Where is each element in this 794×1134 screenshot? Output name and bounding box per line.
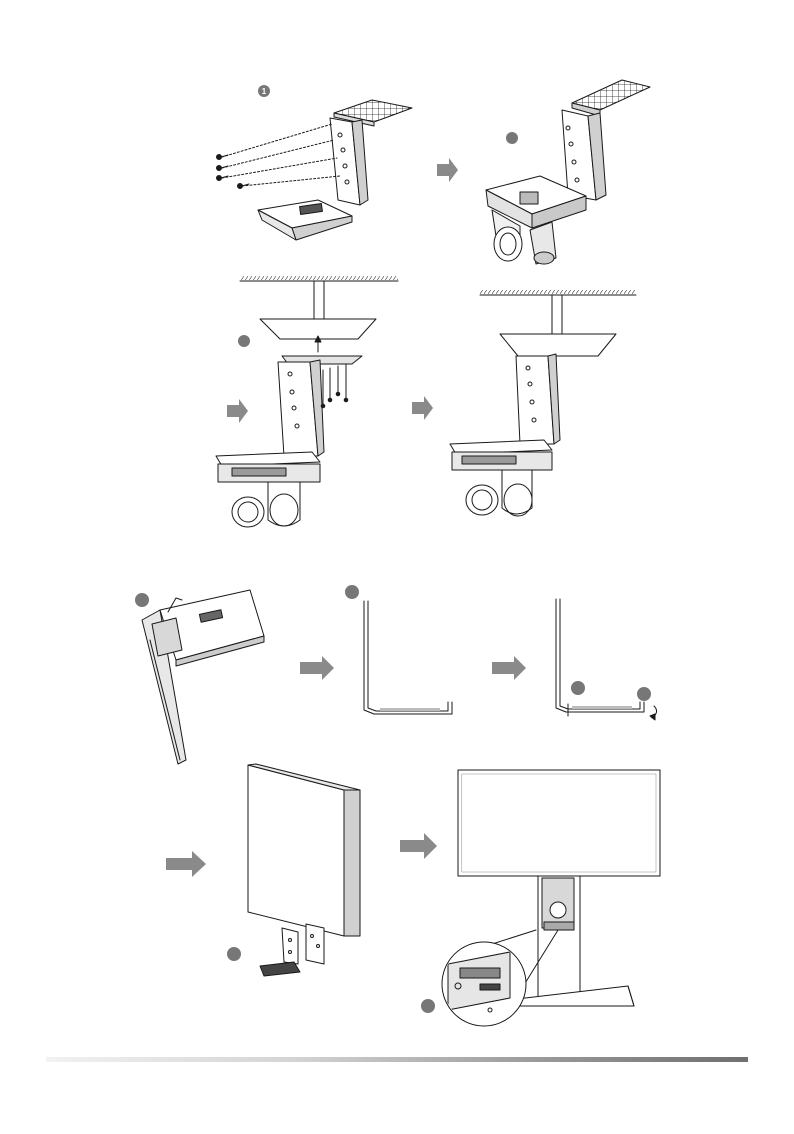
step1-bracket-assembly <box>217 100 413 240</box>
step-marker-4 <box>135 593 149 607</box>
camera-icon <box>216 452 320 527</box>
step-marker-3 <box>238 335 250 347</box>
step5-bracket-perspective <box>142 590 264 764</box>
step-marker-7 <box>637 687 651 701</box>
step4-ceiling-mounted <box>450 290 636 516</box>
arrow-right-icon <box>166 851 206 877</box>
screw-icon <box>321 364 348 408</box>
step-marker-5 <box>345 585 359 599</box>
step6-l-profile <box>364 601 452 714</box>
step2-camera-with-bracket <box>486 80 650 264</box>
arrow-right-icon <box>437 158 458 182</box>
ceiling-icon <box>240 276 398 280</box>
arrow-right-icon <box>412 396 433 420</box>
step-marker-9 <box>421 999 435 1013</box>
screw-icon <box>217 155 250 189</box>
step9-monitor-front <box>442 770 660 1026</box>
step-marker-8 <box>227 947 241 961</box>
arrow-right-icon <box>400 833 437 859</box>
camera-icon <box>450 440 552 516</box>
ceiling-icon <box>480 290 636 294</box>
step-marker-1: 1 <box>258 85 270 97</box>
footer-gradient-bar <box>46 1057 748 1062</box>
step-marker-2 <box>506 132 518 144</box>
svg-text:1: 1 <box>262 87 267 96</box>
monitor-icon <box>248 764 360 936</box>
arrow-right-icon <box>300 656 334 680</box>
arrow-right-icon <box>227 399 248 423</box>
step7-l-profile-rotate <box>556 599 657 720</box>
monitor-icon <box>458 770 660 876</box>
arrow-right-icon <box>492 656 526 680</box>
step3-ceiling-attach <box>216 276 398 527</box>
step-marker-6 <box>571 681 585 695</box>
step8-monitor-back <box>248 764 360 976</box>
